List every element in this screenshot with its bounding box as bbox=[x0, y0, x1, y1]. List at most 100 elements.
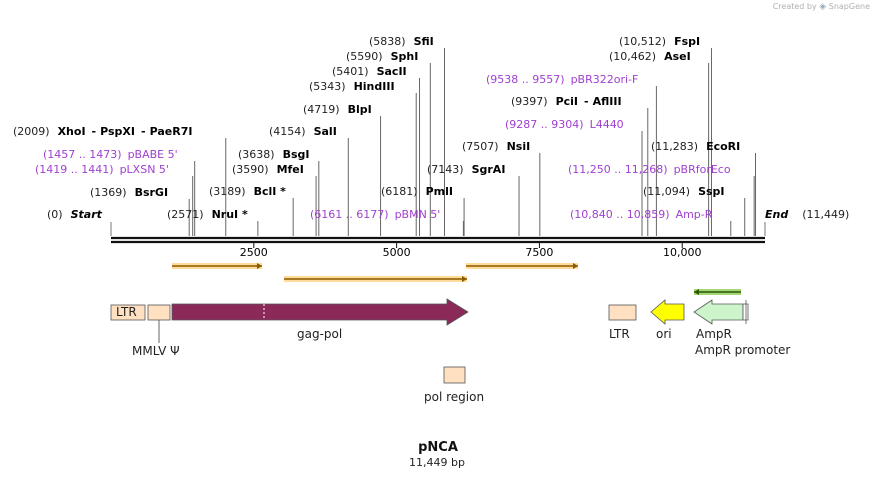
enzyme-label-xhoi[interactable]: (2009)XhoI-PspXI-PaeR7I bbox=[13, 125, 192, 138]
enzyme-label-asei[interactable]: (10,462)AseI bbox=[609, 50, 691, 63]
enzyme-label-hindiii[interactable]: (5343)HindIII bbox=[309, 80, 395, 93]
enzyme-label-sfii[interactable]: (5838)SfiI bbox=[369, 35, 434, 48]
site-position: (6181) bbox=[381, 185, 418, 198]
enzyme-label-pcii[interactable]: (9397)PciI-AflIII bbox=[511, 95, 622, 108]
enzyme-name: PspXI bbox=[100, 125, 135, 138]
svg-text:(3189)BclI *: (3189)BclI * bbox=[209, 185, 286, 198]
enzyme-name: BclI * bbox=[254, 185, 287, 198]
enzyme-name: SfiI bbox=[414, 35, 434, 48]
orf-arrowhead bbox=[694, 289, 699, 295]
map-length: 11,449 bp bbox=[409, 456, 465, 469]
enzyme-name: EcoRI bbox=[706, 140, 740, 153]
feature-ltr-left-label: LTR bbox=[116, 305, 137, 319]
feature-pol-region[interactable] bbox=[443, 366, 466, 384]
orf-arrowhead bbox=[257, 263, 262, 269]
svg-text:(9287 .. 9304)L4440: (9287 .. 9304) L4440 bbox=[505, 118, 624, 131]
enzyme-label-bsgi[interactable]: (3638)BsgI bbox=[238, 148, 309, 161]
enzyme-label-sspi[interactable]: (11,094)SspI bbox=[643, 185, 725, 198]
enzyme-label-nsii[interactable]: (7507)NsiI bbox=[462, 140, 530, 153]
svg-text:(10,462)AseI: (10,462)AseI bbox=[609, 50, 691, 63]
primer-label-l4440[interactable]: (9287 .. 9304) L4440 bbox=[505, 118, 624, 131]
map-title: pNCA bbox=[418, 440, 458, 455]
end-label-end[interactable]: End(11,449) bbox=[765, 208, 849, 221]
feature-ltr-left[interactable] bbox=[110, 304, 146, 321]
primer-label-plxsn-5-[interactable]: (1419 .. 1441)pLXSN 5' bbox=[35, 163, 169, 176]
primer-label-pbrforeco[interactable]: (11,250 .. 11,268) pBRforEco bbox=[568, 163, 731, 176]
primer-name: Amp-R bbox=[676, 208, 713, 221]
orf-arrowhead bbox=[573, 263, 578, 269]
enzyme-name: BsrGI bbox=[135, 186, 168, 199]
credit-brand: SnapGene bbox=[828, 2, 870, 11]
svg-text:(1457 .. 1473)pBABE 5': (1457 .. 1473) pBABE 5' bbox=[43, 148, 178, 161]
enzyme-name: NsiI bbox=[507, 140, 531, 153]
primer-name: pBMN 5' bbox=[395, 208, 441, 221]
primer-name: pBRforEco bbox=[674, 163, 731, 176]
enzyme-label-ecori[interactable]: (11,283)EcoRI bbox=[651, 140, 740, 153]
end-label-start[interactable]: (0)Start bbox=[47, 208, 103, 221]
snapgene-credit: Created by ◈ SnapGene bbox=[773, 2, 870, 12]
enzyme-name: FspI bbox=[674, 35, 700, 48]
svg-text:(3638)BsgI: (3638)BsgI bbox=[238, 148, 309, 161]
feature-pol-region-label: pol region bbox=[424, 390, 484, 404]
site-position: (5343) bbox=[309, 80, 346, 93]
svg-text:(1419 .. 1441)pLXSN 5': (1419 .. 1441)pLXSN 5' bbox=[35, 163, 169, 176]
primer-label-pbmn-5-[interactable]: (6161 .. 6177)pBMN 5' bbox=[310, 208, 440, 221]
enzyme-name: SgrAI bbox=[472, 163, 506, 176]
primer-label-pbabe-5-[interactable]: (1457 .. 1473) pBABE 5' bbox=[43, 148, 178, 161]
site-position: (1457 .. 1473) bbox=[43, 148, 122, 161]
enzyme-name: PaeR7I bbox=[150, 125, 193, 138]
feature-mmlv-psi[interactable] bbox=[147, 304, 171, 321]
feature-ltr-right[interactable] bbox=[608, 304, 637, 321]
site-labels: (0)Start End(11,449) (1369)BsrGI (2009)XhoI… bbox=[13, 35, 849, 221]
enzyme-name: BlpI bbox=[348, 103, 372, 116]
site-position: (2571) bbox=[167, 208, 204, 221]
feature-ltr-right-label: LTR bbox=[609, 327, 630, 341]
feature-ampr-promoter[interactable] bbox=[742, 303, 749, 321]
enzyme-label-fspi[interactable]: (10,512)FspI bbox=[619, 35, 700, 48]
primer-label-pbr322ori-f[interactable]: (9538 .. 9557)pBR322ori-F bbox=[486, 73, 638, 86]
svg-text:(5343)HindIII: (5343)HindIII bbox=[309, 80, 395, 93]
site-position: (5401) bbox=[332, 65, 369, 78]
svg-text:(6181)PmlI: (6181) PmlI bbox=[381, 185, 453, 198]
svg-text:End(11,449): End(11,449) bbox=[765, 208, 849, 221]
svg-text:(6161 .. 6177)pBMN 5': (6161 .. 6177)pBMN 5' bbox=[310, 208, 440, 221]
feature-gag-pol-label: gag-pol bbox=[297, 327, 342, 341]
svg-text:(5838)SfiI: (5838)SfiI bbox=[369, 35, 434, 48]
snapgene-logo-icon: ◈ bbox=[819, 2, 827, 12]
svg-text:(2571)NruI *: (2571)NruI * bbox=[167, 208, 248, 221]
enzyme-name: Start bbox=[71, 208, 103, 221]
enzyme-label-sgrai[interactable]: (7143) SgrAI bbox=[427, 163, 505, 176]
enzyme-label-pmli[interactable]: (6181) PmlI bbox=[381, 185, 453, 198]
svg-text:(0)Start: (0)Start bbox=[47, 208, 103, 221]
enzyme-label-blpi[interactable]: (4719)BlpI bbox=[303, 103, 372, 116]
enzyme-label-mfei[interactable]: (3590)MfeI bbox=[232, 163, 304, 176]
tick-label: 5000 bbox=[383, 246, 411, 259]
feature-gag-pol-arrow[interactable] bbox=[171, 298, 469, 326]
enzyme-name: SspI bbox=[698, 185, 724, 198]
site-position: (9538 .. 9557) bbox=[486, 73, 565, 86]
enzyme-label-bsrgi[interactable]: (1369)BsrGI bbox=[90, 186, 168, 199]
site-position: (9287 .. 9304) bbox=[505, 118, 584, 131]
enzyme-name: PmlI bbox=[426, 185, 453, 198]
primer-name: L4440 bbox=[590, 118, 624, 131]
site-position: (4154) bbox=[269, 125, 306, 138]
feature-ori-arrow[interactable] bbox=[650, 299, 685, 325]
feature-ampr-arrow[interactable] bbox=[693, 299, 744, 325]
primer-label-amp-r[interactable]: (10,840 .. 10,859) Amp-R bbox=[570, 208, 713, 221]
enzyme-name: SacII bbox=[377, 65, 407, 78]
feature-mmlv-psi-label: MMLV Ψ bbox=[132, 344, 180, 358]
enzyme-name: SphI bbox=[391, 50, 419, 63]
primer-name: pBABE 5' bbox=[128, 148, 178, 161]
enzyme-label-nrui-[interactable]: (2571)NruI * bbox=[167, 208, 248, 221]
site-position: (11,250 .. 11,268) bbox=[568, 163, 668, 176]
enzyme-label-sali[interactable]: (4154)SalI bbox=[269, 125, 337, 138]
enzyme-label-sacii[interactable]: (5401) SacII bbox=[332, 65, 407, 78]
site-position: (3590) bbox=[232, 163, 269, 176]
enzyme-label-sphi[interactable]: (5590)SphI bbox=[346, 50, 418, 63]
svg-text:(4719)BlpI: (4719)BlpI bbox=[303, 103, 372, 116]
enzyme-label-bcli-[interactable]: (3189)BclI * bbox=[209, 185, 286, 198]
svg-text:(4154)SalI: (4154)SalI bbox=[269, 125, 337, 138]
site-position: (7143) bbox=[427, 163, 464, 176]
end-name: End bbox=[765, 208, 788, 221]
site-position: (10,840 .. 10,859) bbox=[570, 208, 670, 221]
